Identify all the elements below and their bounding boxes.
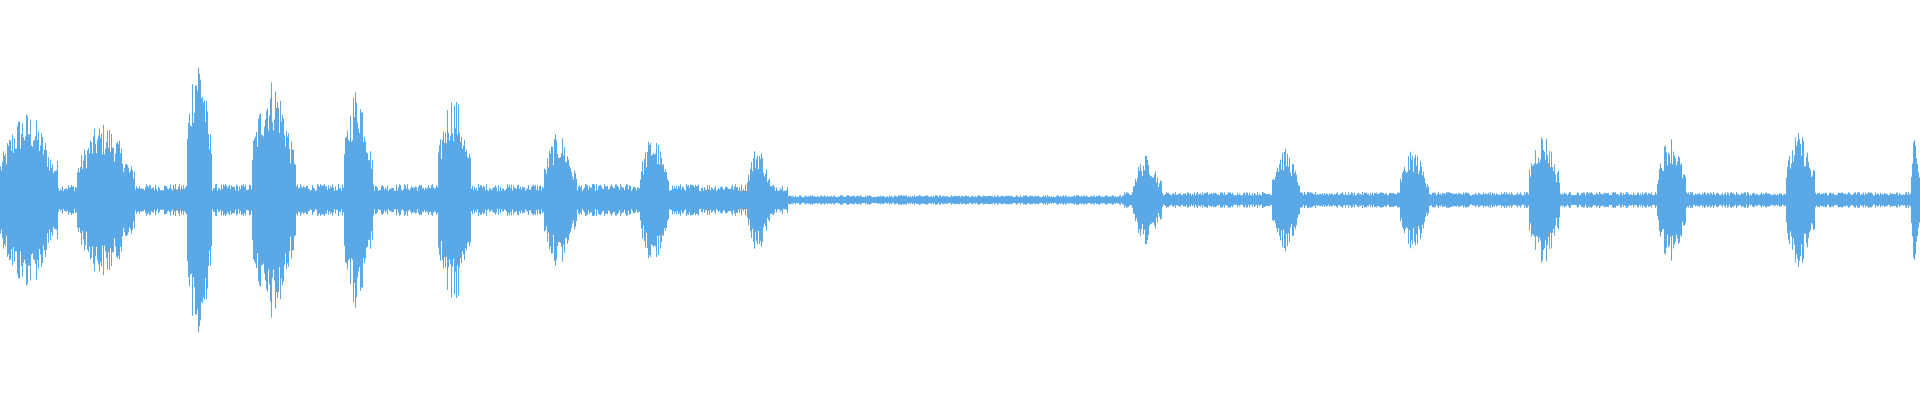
waveform-graphic xyxy=(0,67,1920,333)
